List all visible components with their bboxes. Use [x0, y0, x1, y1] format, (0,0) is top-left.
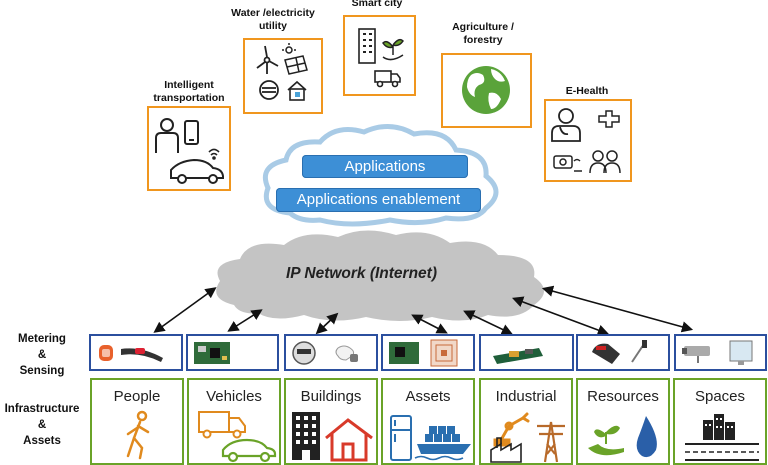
office-building-icon [292, 412, 320, 460]
category-box-resources: Resources [576, 378, 670, 465]
light-bulb-icon [335, 345, 358, 362]
truck-icon [374, 70, 401, 88]
arrow-people [153, 287, 217, 333]
sensor-box-industrial-board [479, 334, 574, 371]
category-box-assets: Assets [381, 378, 475, 465]
category-title-people: People [113, 388, 161, 405]
sensor-box-meter-bulb [284, 334, 378, 371]
category-title-spaces: Spaces [694, 388, 746, 405]
wristband-icon [99, 345, 113, 361]
sensor-box-rfid [381, 334, 475, 371]
people-group-icon [589, 150, 621, 174]
category-title-industrial: Industrial [495, 388, 557, 405]
security-camera-icon [682, 346, 710, 363]
meter-icon [259, 80, 279, 100]
display-panel-icon [729, 340, 753, 365]
smartphone-icon [184, 120, 199, 145]
category-title-vehicles: Vehicles [206, 388, 262, 405]
applications-button: Applications [302, 155, 468, 178]
arrow-spaces [541, 285, 694, 333]
app-box-e-health [544, 99, 632, 182]
app-box-water-electricity-utility [243, 38, 323, 114]
app-box-agriculture-forestry [441, 53, 532, 128]
circuit-board-icon [389, 342, 419, 364]
arrow-assets [411, 314, 448, 334]
controller-board-icon [493, 348, 543, 364]
power-pylon-icon [537, 421, 565, 463]
category-title-resources: Resources [587, 388, 659, 405]
category-box-spaces: Spaces [673, 378, 767, 465]
app-label-smart-city: Smart city [351, 0, 403, 9]
sensor-box-camera-display [674, 334, 767, 371]
infrastructure-assets-label: Infrastructure & Assets [4, 403, 80, 447]
cargo-ship-icon [414, 426, 471, 461]
city-road-icon [685, 414, 759, 461]
thermometer-probe-icon [631, 340, 647, 363]
factory-icon [490, 437, 522, 463]
car-icon [170, 158, 224, 184]
arrow-vehicles [227, 309, 263, 332]
category-title-buildings: Buildings [300, 388, 362, 405]
building-icon [358, 28, 376, 64]
sensor-box-obd-module [186, 334, 279, 371]
app-label-agriculture-forestry: Agriculture / forestry [452, 21, 514, 46]
person-walking-icon [126, 410, 150, 460]
solar-panel-icon [282, 43, 308, 75]
metering-sensing-label: Metering & Sensing [18, 333, 66, 377]
app-label-water-electricity-utility: Water /electricity utility [231, 7, 315, 32]
arrow-buildings [315, 312, 339, 335]
category-box-vehicles: Vehicles [187, 378, 281, 465]
fitness-band-icon [121, 348, 163, 362]
circuit-board-icon [194, 342, 230, 364]
applications-enablement-button: Applications enablement [276, 188, 481, 212]
rfid-tag-icon [430, 339, 458, 367]
arrow-industrial [463, 310, 513, 335]
app-label-intelligent-transportation: Intelligent transportation [153, 79, 225, 104]
app-label-e-health: E-Health [565, 85, 609, 97]
water-drop-icon [636, 416, 657, 458]
doctor-icon [551, 108, 581, 142]
category-box-industrial: Industrial [479, 378, 573, 465]
ip-network-label: IP Network (Internet) [286, 265, 437, 282]
car-icon [221, 438, 277, 463]
app-box-intelligent-transportation [147, 106, 231, 191]
truck-icon [198, 411, 246, 439]
medicine-icon [598, 110, 620, 128]
app-box-smart-city [343, 15, 416, 96]
sensor-box-probes [576, 334, 670, 371]
category-box-people: People [90, 378, 184, 465]
robot-arm-icon [493, 412, 530, 447]
smart-home-icon [287, 80, 307, 101]
house-icon [325, 418, 373, 462]
plant-hand-icon [382, 38, 404, 61]
refrigerator-icon [390, 415, 412, 461]
monitoring-icon [553, 155, 582, 172]
ip-network-cloud [216, 230, 545, 321]
sensor-probe-icon [592, 343, 620, 364]
sensor-box-wearables [89, 334, 183, 371]
globe-icon [462, 66, 510, 114]
plant-hand-icon [588, 425, 624, 456]
wind-turbine-icon [256, 45, 279, 74]
category-box-buildings: Buildings [284, 378, 378, 465]
wifi-icon [208, 148, 220, 160]
arrow-resources [512, 296, 609, 336]
category-title-assets: Assets [405, 388, 451, 405]
electric-meter-icon [292, 341, 316, 365]
person-icon [155, 118, 179, 153]
